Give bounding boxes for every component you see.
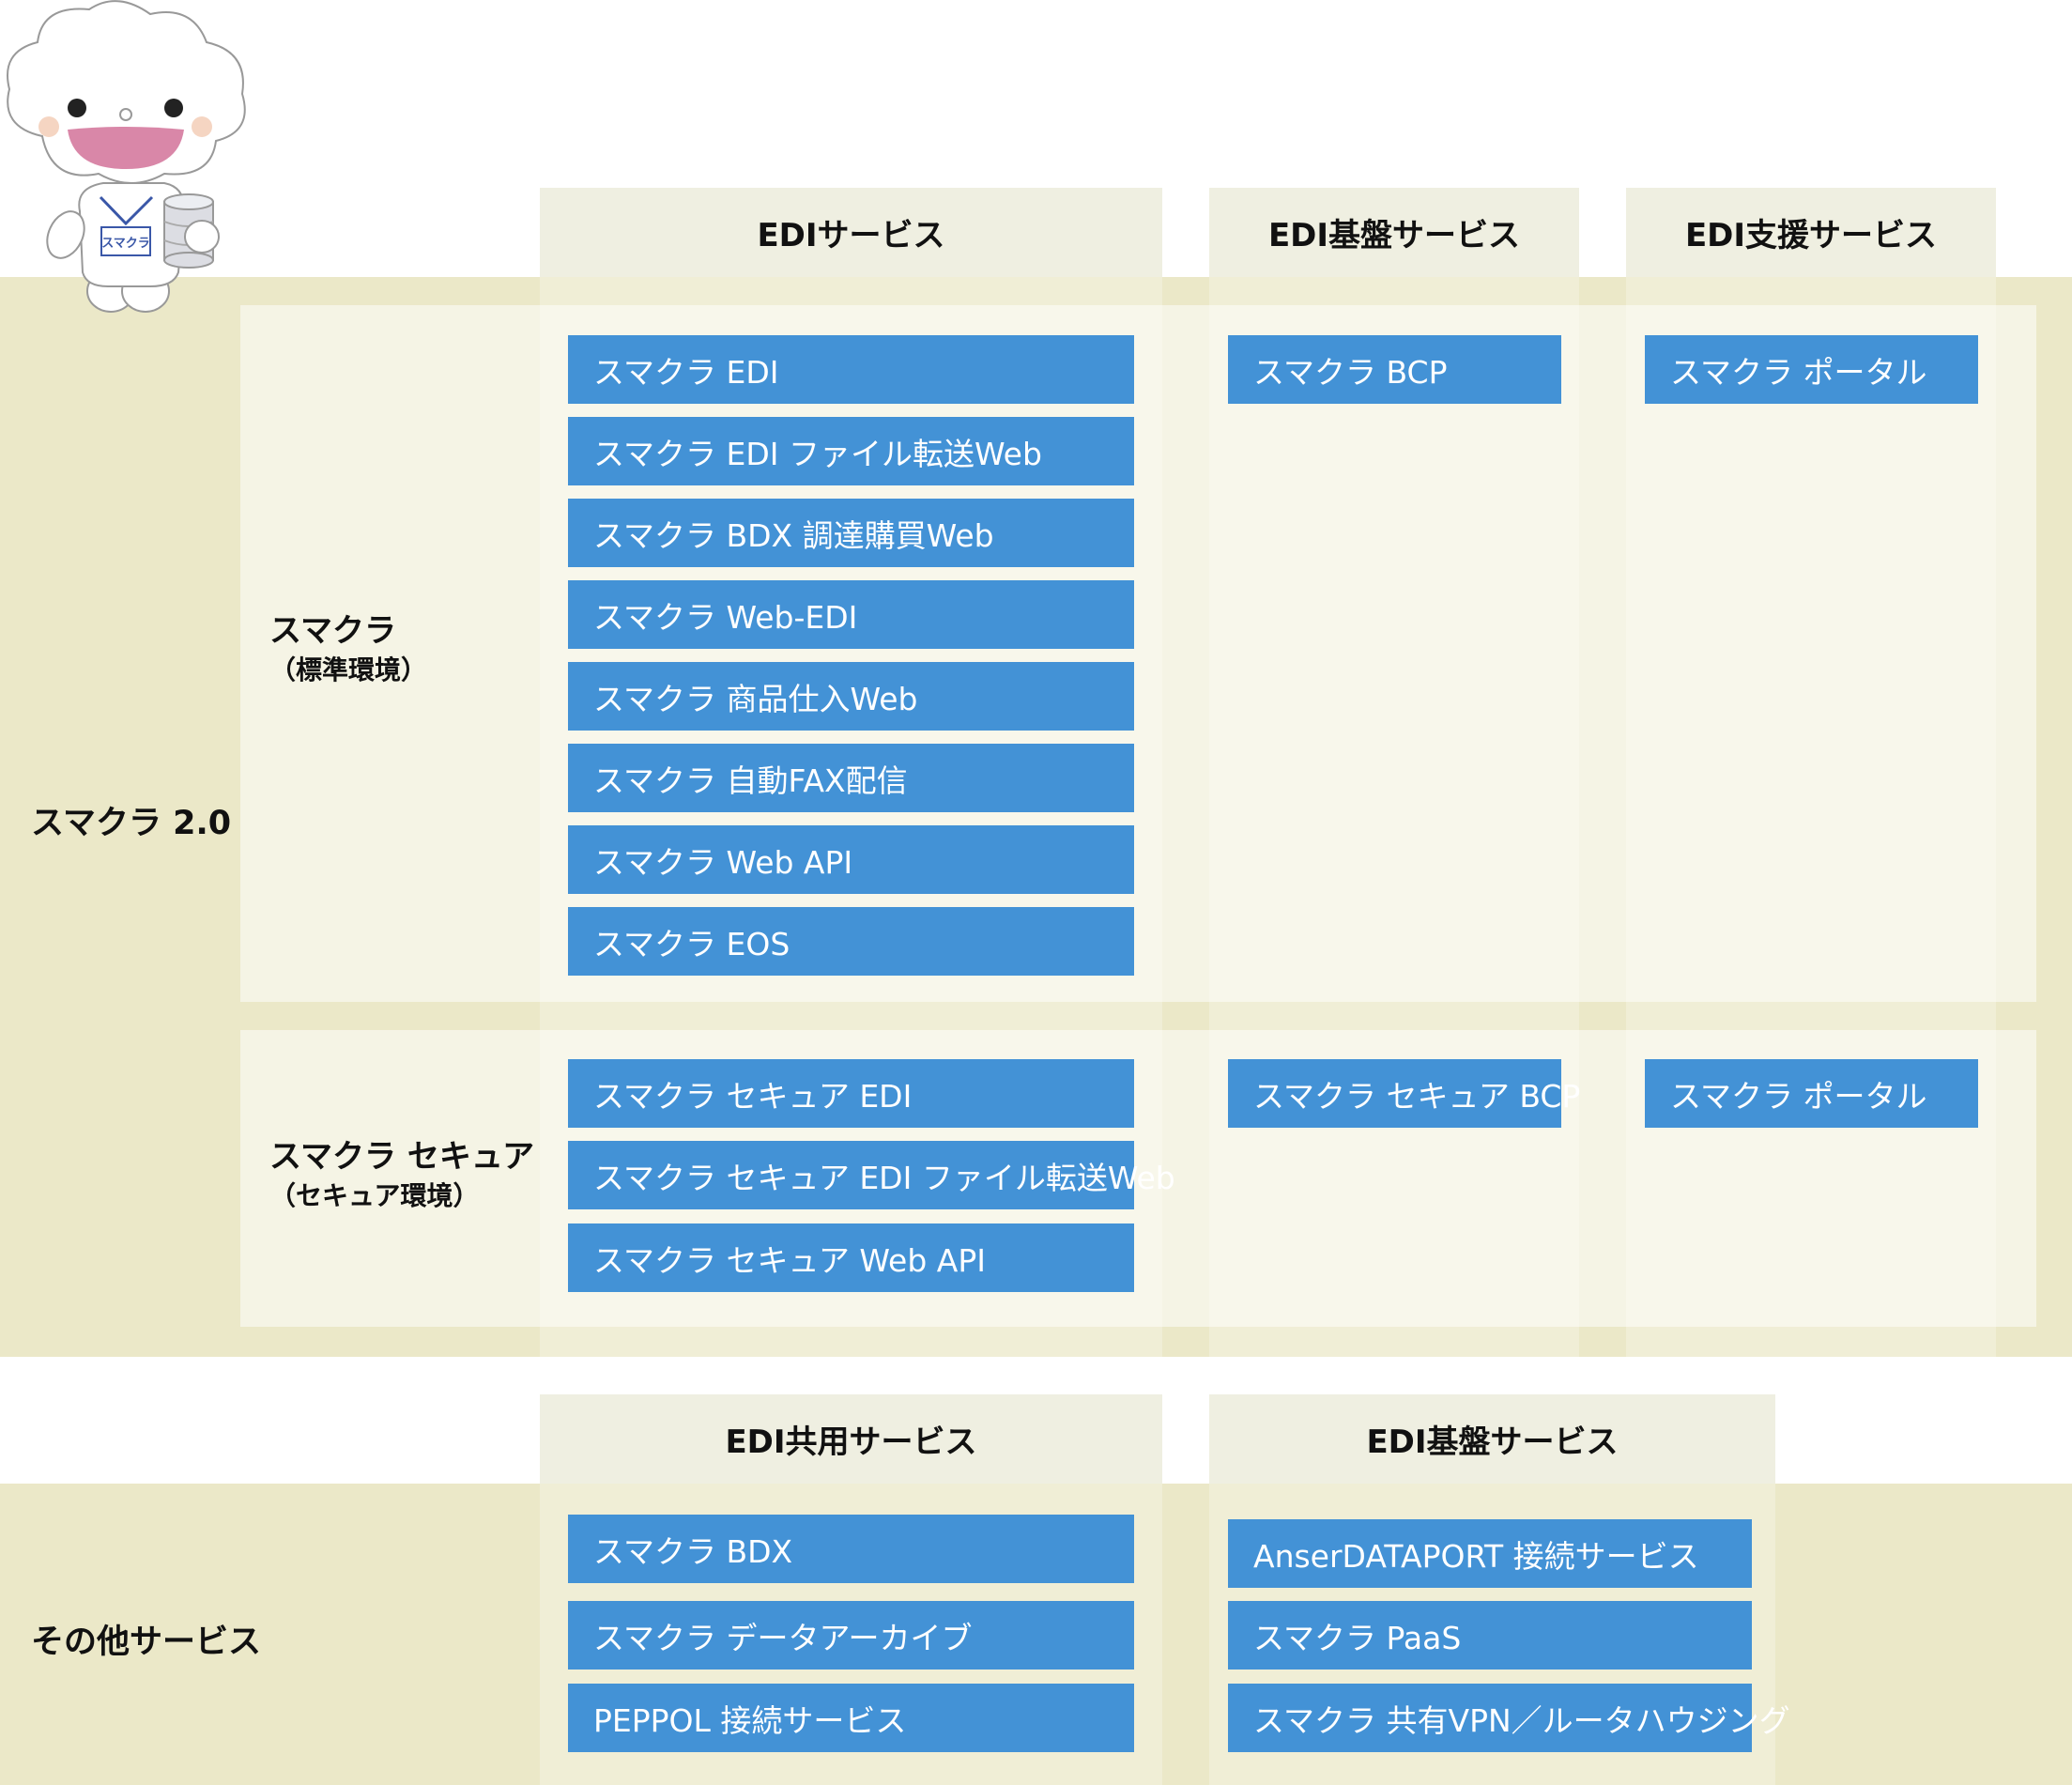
label-secure-title: スマクラ セキュア	[269, 1138, 535, 1176]
service-smacla-edi[interactable]: スマクラ EDI	[568, 335, 1134, 404]
service-peppol-connection[interactable]: PEPPOL 接続サービス	[568, 1684, 1134, 1752]
service-smacla-eos[interactable]: スマクラ EOS	[568, 907, 1134, 976]
mascot-badge-text: スマクラ	[101, 237, 150, 251]
service-smacla-edi-file-transfer-web[interactable]: スマクラ EDI ファイル転送Web	[568, 417, 1134, 485]
cloud-mascot-icon: スマクラ	[7, 0, 246, 313]
service-smacla-portal-secure[interactable]: スマクラ ポータル	[1645, 1059, 1978, 1128]
service-smacla-bdx[interactable]: スマクラ BDX	[568, 1515, 1134, 1583]
header-edi-base-services: EDI基盤サービス	[1209, 188, 1579, 277]
service-smacla-web-edi[interactable]: スマクラ Web-EDI	[568, 580, 1134, 649]
service-smacla-portal[interactable]: スマクラ ポータル	[1645, 335, 1978, 404]
header-edi-support-services: EDI支援サービス	[1626, 188, 1996, 277]
label-standard-title: スマクラ	[269, 612, 396, 650]
service-smacla-paas[interactable]: スマクラ PaaS	[1228, 1601, 1752, 1670]
service-smacla-secure-bcp[interactable]: スマクラ セキュア BCP	[1228, 1059, 1580, 1128]
service-smacla-product-purchase-web[interactable]: スマクラ 商品仕入Web	[568, 662, 1134, 731]
header-edi-services: EDIサービス	[540, 188, 1162, 277]
service-smacla-secure-edi[interactable]: スマクラ セキュア EDI	[568, 1059, 1134, 1128]
service-smacla-data-archive[interactable]: スマクラ データアーカイブ	[568, 1601, 1134, 1670]
service-smacla-auto-fax[interactable]: スマクラ 自動FAX配信	[568, 744, 1134, 812]
label-smacla20: スマクラ 2.0	[31, 805, 232, 842]
label-secure-sub: （セキュア環境）	[269, 1180, 480, 1211]
service-smacla-secure-edi-file-transfer-web[interactable]: スマクラ セキュア EDI ファイル転送Web	[568, 1141, 1175, 1209]
service-smacla-bdx-procurement-web[interactable]: スマクラ BDX 調達購買Web	[568, 499, 1134, 567]
label-standard-environment: スマクラ （標準環境）	[269, 610, 427, 689]
panel-standard-environment	[240, 305, 2036, 1002]
header-edi-base-services-other: EDI基盤サービス	[1209, 1394, 1775, 1484]
header-edi-shared-services: EDI共用サービス	[540, 1394, 1162, 1484]
service-smacla-secure-web-api[interactable]: スマクラ セキュア Web API	[568, 1223, 1134, 1292]
service-smacla-shared-vpn-router-housing[interactable]: スマクラ 共有VPN／ルータハウジング	[1228, 1684, 1790, 1752]
label-other-services: その他サービス	[31, 1623, 262, 1661]
service-smacla-bcp[interactable]: スマクラ BCP	[1228, 335, 1561, 404]
label-standard-sub: （標準環境）	[269, 654, 428, 685]
service-anserdataport-connection[interactable]: AnserDATAPORT 接続サービス	[1228, 1519, 1752, 1588]
label-secure-environment: スマクラ セキュア （セキュア環境）	[269, 1136, 534, 1215]
service-smacla-web-api[interactable]: スマクラ Web API	[568, 825, 1134, 894]
